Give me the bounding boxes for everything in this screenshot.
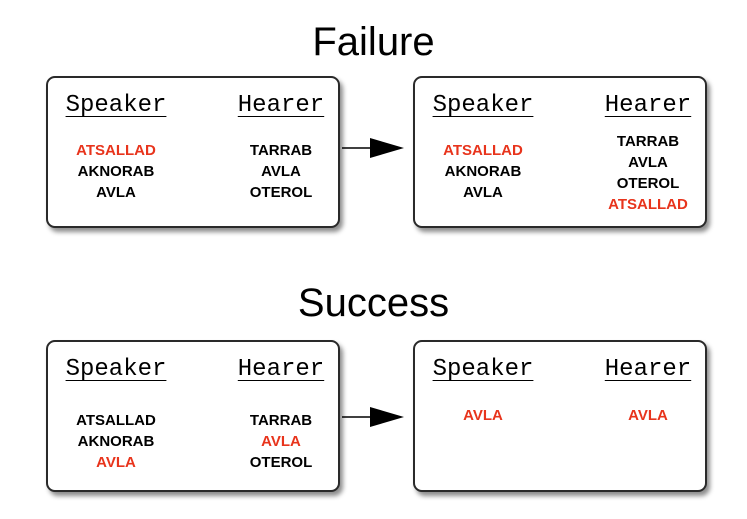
word: OTEROL: [249, 184, 313, 201]
speaker-word-list: AVLA: [419, 405, 547, 426]
word: TARRAB: [249, 142, 313, 159]
highlighted-word: AVLA: [463, 407, 503, 424]
hearer-word-list: TARRAB AVLA OTEROL ATSALLAD: [591, 131, 705, 215]
right-arrow-icon: [342, 138, 404, 158]
hearer-column: Hearer TARRAB AVLA OTEROL: [224, 342, 338, 473]
hearer-column: Hearer AVLA: [591, 342, 705, 426]
speaker-column: Speaker ATSALLAD AKNORAB AVLA: [52, 78, 180, 203]
highlighted-word: ATSALLAD: [608, 196, 688, 213]
word: AVLA: [261, 163, 301, 180]
highlighted-word: AVLA: [261, 433, 301, 450]
word: OTEROL: [249, 454, 313, 471]
speaker-column: Speaker ATSALLAD AKNORAB AVLA: [419, 78, 547, 203]
hearer-column: Hearer TARRAB AVLA OTEROL ATSALLAD: [591, 78, 705, 215]
speaker-word-list: ATSALLAD AKNORAB AVLA: [419, 140, 547, 203]
word: AKNORAB: [77, 163, 155, 180]
word: ATSALLAD: [76, 412, 156, 429]
failure-after-panel: Speaker ATSALLAD AKNORAB AVLA Hearer TARRA…: [413, 76, 707, 228]
highlighted-word: ATSALLAD: [76, 142, 156, 159]
word: AVLA: [463, 184, 503, 201]
success-title: Success: [297, 281, 450, 325]
speaker-word-list: ATSALLAD AKNORAB AVLA: [52, 140, 180, 203]
hearer-column: Hearer TARRAB AVLA OTEROL: [224, 78, 338, 203]
speaker-column: Speaker ATSALLAD AKNORAB AVLA: [52, 342, 180, 473]
hearer-heading: Hearer: [237, 92, 325, 119]
failure-before-panel: Speaker ATSALLAD AKNORAB AVLA Hearer TARRA…: [46, 76, 340, 228]
word: AKNORAB: [444, 163, 522, 180]
hearer-word-list: TARRAB AVLA OTEROL: [224, 140, 338, 203]
word: AKNORAB: [77, 433, 155, 450]
word: OTEROL: [616, 175, 680, 192]
right-arrow-icon: [342, 407, 404, 427]
speaker-column: Speaker AVLA: [419, 342, 547, 426]
highlighted-word: ATSALLAD: [443, 142, 523, 159]
speaker-heading: Speaker: [65, 356, 167, 383]
failure-title: Failure: [312, 20, 435, 64]
highlighted-word: AVLA: [96, 454, 136, 471]
word: AVLA: [96, 184, 136, 201]
word: TARRAB: [249, 412, 313, 429]
hearer-word-list: AVLA: [591, 405, 705, 426]
speaker-heading: Speaker: [432, 356, 534, 383]
word: TARRAB: [616, 133, 680, 150]
highlighted-word: AVLA: [628, 407, 668, 424]
speaker-heading: Speaker: [432, 92, 534, 119]
word: AVLA: [628, 154, 668, 171]
success-after-panel: Speaker AVLA Hearer AVLA: [413, 340, 707, 492]
hearer-heading: Hearer: [604, 356, 692, 383]
success-before-panel: Speaker ATSALLAD AKNORAB AVLA Hearer TARRA…: [46, 340, 340, 492]
hearer-word-list: TARRAB AVLA OTEROL: [224, 410, 338, 473]
speaker-word-list: ATSALLAD AKNORAB AVLA: [52, 410, 180, 473]
hearer-heading: Hearer: [604, 92, 692, 119]
speaker-heading: Speaker: [65, 92, 167, 119]
hearer-heading: Hearer: [237, 356, 325, 383]
